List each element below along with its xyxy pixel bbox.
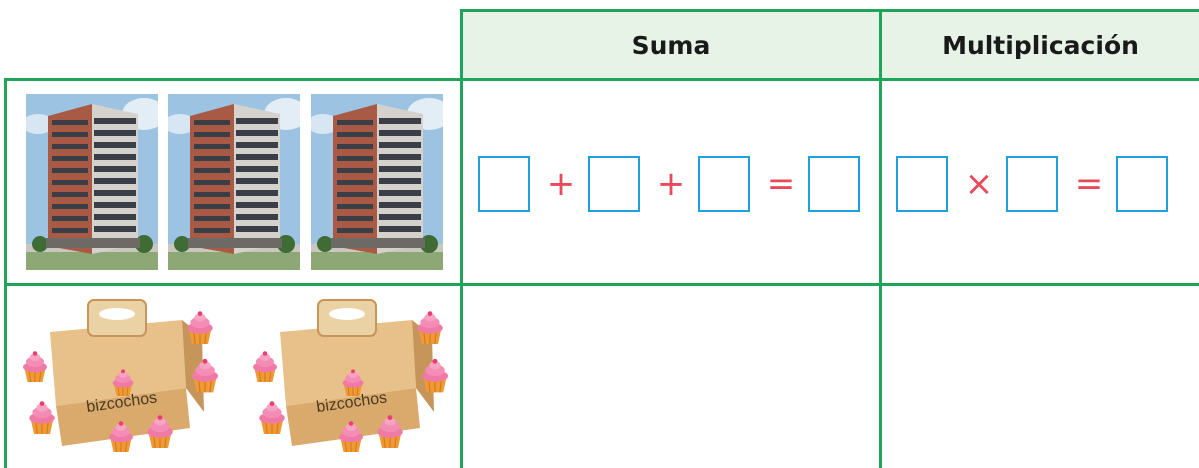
row2-suma-cell[interactable]: [463, 286, 879, 468]
building-image-1: [26, 94, 158, 270]
grid-header-bottom-line: [4, 78, 1199, 81]
sum-answer-box-2[interactable]: [588, 156, 640, 212]
plus-sign-2: +: [656, 164, 686, 204]
product-result-box[interactable]: [1116, 156, 1168, 212]
plus-sign-1: +: [546, 164, 576, 204]
equals-sign-sum: =: [766, 164, 796, 204]
product-factor-box-2[interactable]: [1006, 156, 1058, 212]
grid-row-divider: [4, 283, 1199, 286]
sum-answer-box-1[interactable]: [478, 156, 530, 212]
header-multiplicacion-label: Multiplicación: [942, 30, 1139, 60]
building-image-2: [168, 94, 300, 270]
product-factor-box-1[interactable]: [896, 156, 948, 212]
row2-multiplicacion-cell[interactable]: [882, 286, 1199, 468]
grid-col2-line: [879, 9, 882, 468]
grid-left-line: [4, 78, 7, 468]
header-suma-label: Suma: [631, 30, 711, 60]
equals-sign-product: =: [1074, 164, 1104, 204]
cupcake-box-image-1: bizcochos: [22, 299, 219, 453]
building-image-3: [311, 94, 443, 270]
times-sign: ×: [964, 164, 994, 204]
sum-answer-box-3[interactable]: [698, 156, 750, 212]
header-suma: Suma: [462, 12, 880, 78]
grid-col1-line: [460, 9, 463, 468]
cupcake-box-image-2: bizcochos: [252, 299, 449, 453]
header-multiplicacion: Multiplicación: [882, 12, 1199, 78]
sum-result-box[interactable]: [808, 156, 860, 212]
grid-top-line: [460, 9, 1199, 12]
